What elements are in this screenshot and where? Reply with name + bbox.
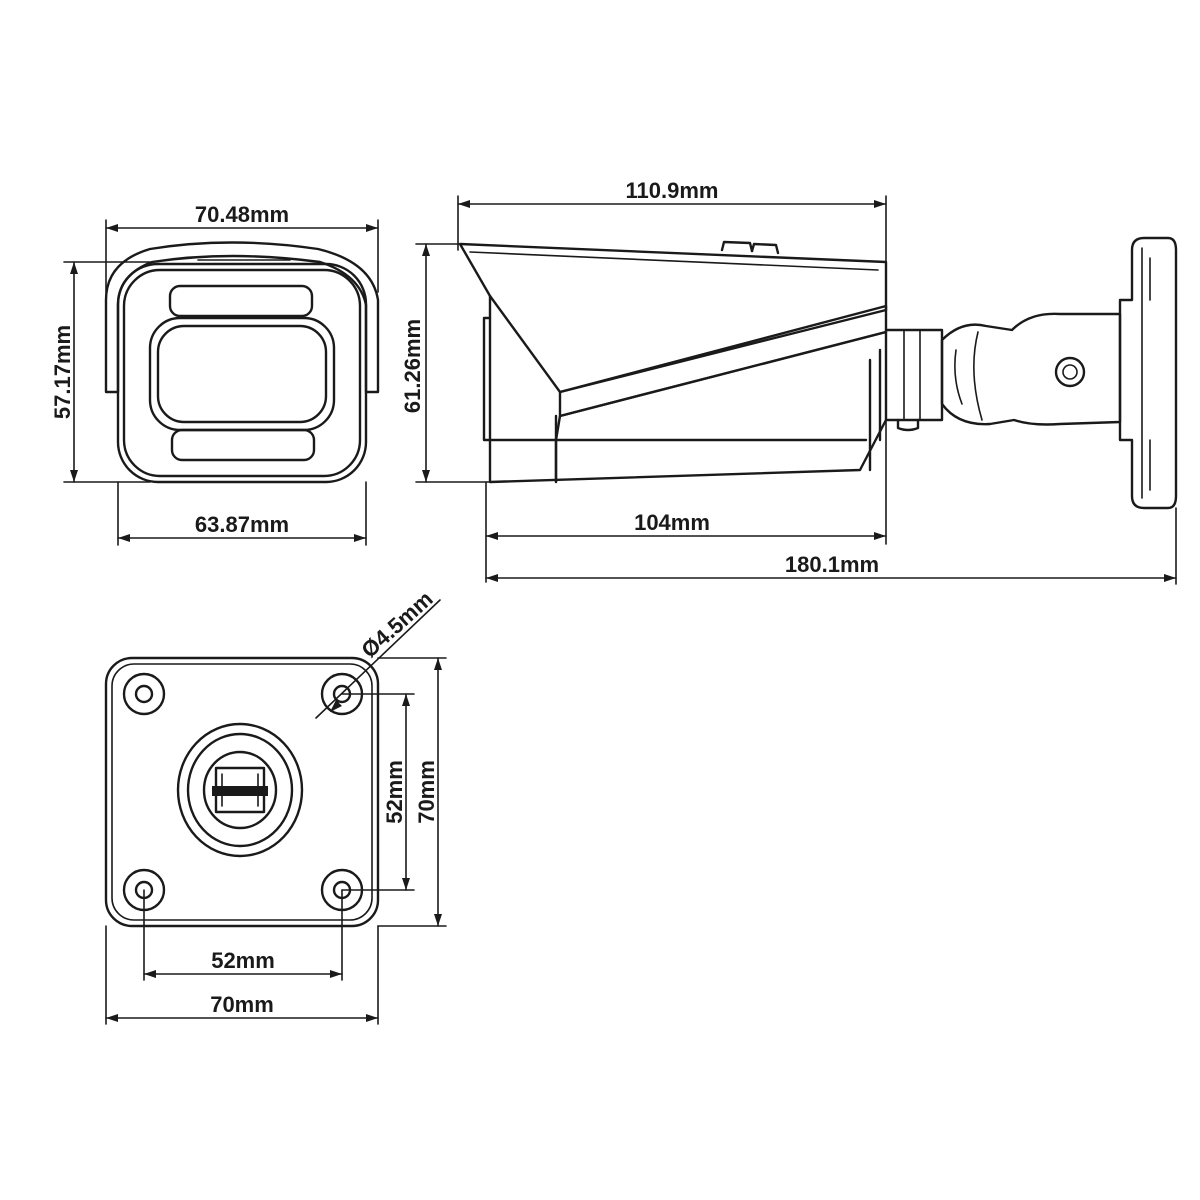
side-wall-plate: [1118, 236, 1178, 510]
center-socket-outer: [176, 722, 304, 858]
side-height-label: 61.26mm: [400, 319, 425, 413]
bracket-screw-head: [1054, 356, 1086, 388]
base-height-label: 70mm: [414, 760, 439, 824]
front-bottom-width-label: 63.87mm: [195, 512, 289, 537]
base-horizontal-spacing-label: 52mm: [211, 948, 275, 973]
hole-top-left: [122, 672, 166, 716]
side-total-length-label: 180.1mm: [785, 552, 879, 577]
ir-led-top: [168, 284, 314, 318]
hole-diameter-leader: [315, 599, 441, 719]
front-dimensions: 70.48mm 57.17mm 63.87mm: [50, 202, 379, 546]
side-housing-length-label: 110.9mm: [626, 178, 719, 203]
front-sunshield: [104, 241, 380, 394]
base-vertical-spacing-label: 52mm: [382, 760, 407, 824]
top-knob-2: [750, 242, 780, 255]
top-knob-1: [720, 240, 754, 253]
front-top-width-label: 70.48mm: [195, 202, 289, 227]
side-screw: [896, 418, 920, 432]
side-dimensions: 110.9mm 61.26mm 104mm 180.1mm: [400, 178, 1177, 585]
side-body-length-label: 104mm: [634, 510, 710, 535]
ir-led-bottom: [170, 428, 316, 462]
base-width-label: 70mm: [210, 992, 274, 1017]
side-neck: [884, 328, 944, 422]
front-bezel: [122, 268, 362, 478]
center-socket-slot: [212, 786, 268, 796]
front-height-label: 57.17mm: [50, 325, 75, 419]
side-sunshield: [458, 242, 888, 394]
lens-window-inner: [156, 324, 328, 424]
hole-diameter-label: Ø4.5mm: [356, 586, 437, 663]
side-bracket-joint: [940, 312, 1122, 426]
front-view: [104, 241, 380, 484]
lens-window: [148, 316, 336, 432]
base-dimensions: Ø4.5mm 52mm 70mm 52mm 70mm: [105, 586, 447, 1025]
side-lens-lip: [482, 316, 492, 442]
side-view: [458, 236, 1178, 510]
center-socket-ring: [202, 750, 278, 830]
front-body: [116, 262, 368, 484]
